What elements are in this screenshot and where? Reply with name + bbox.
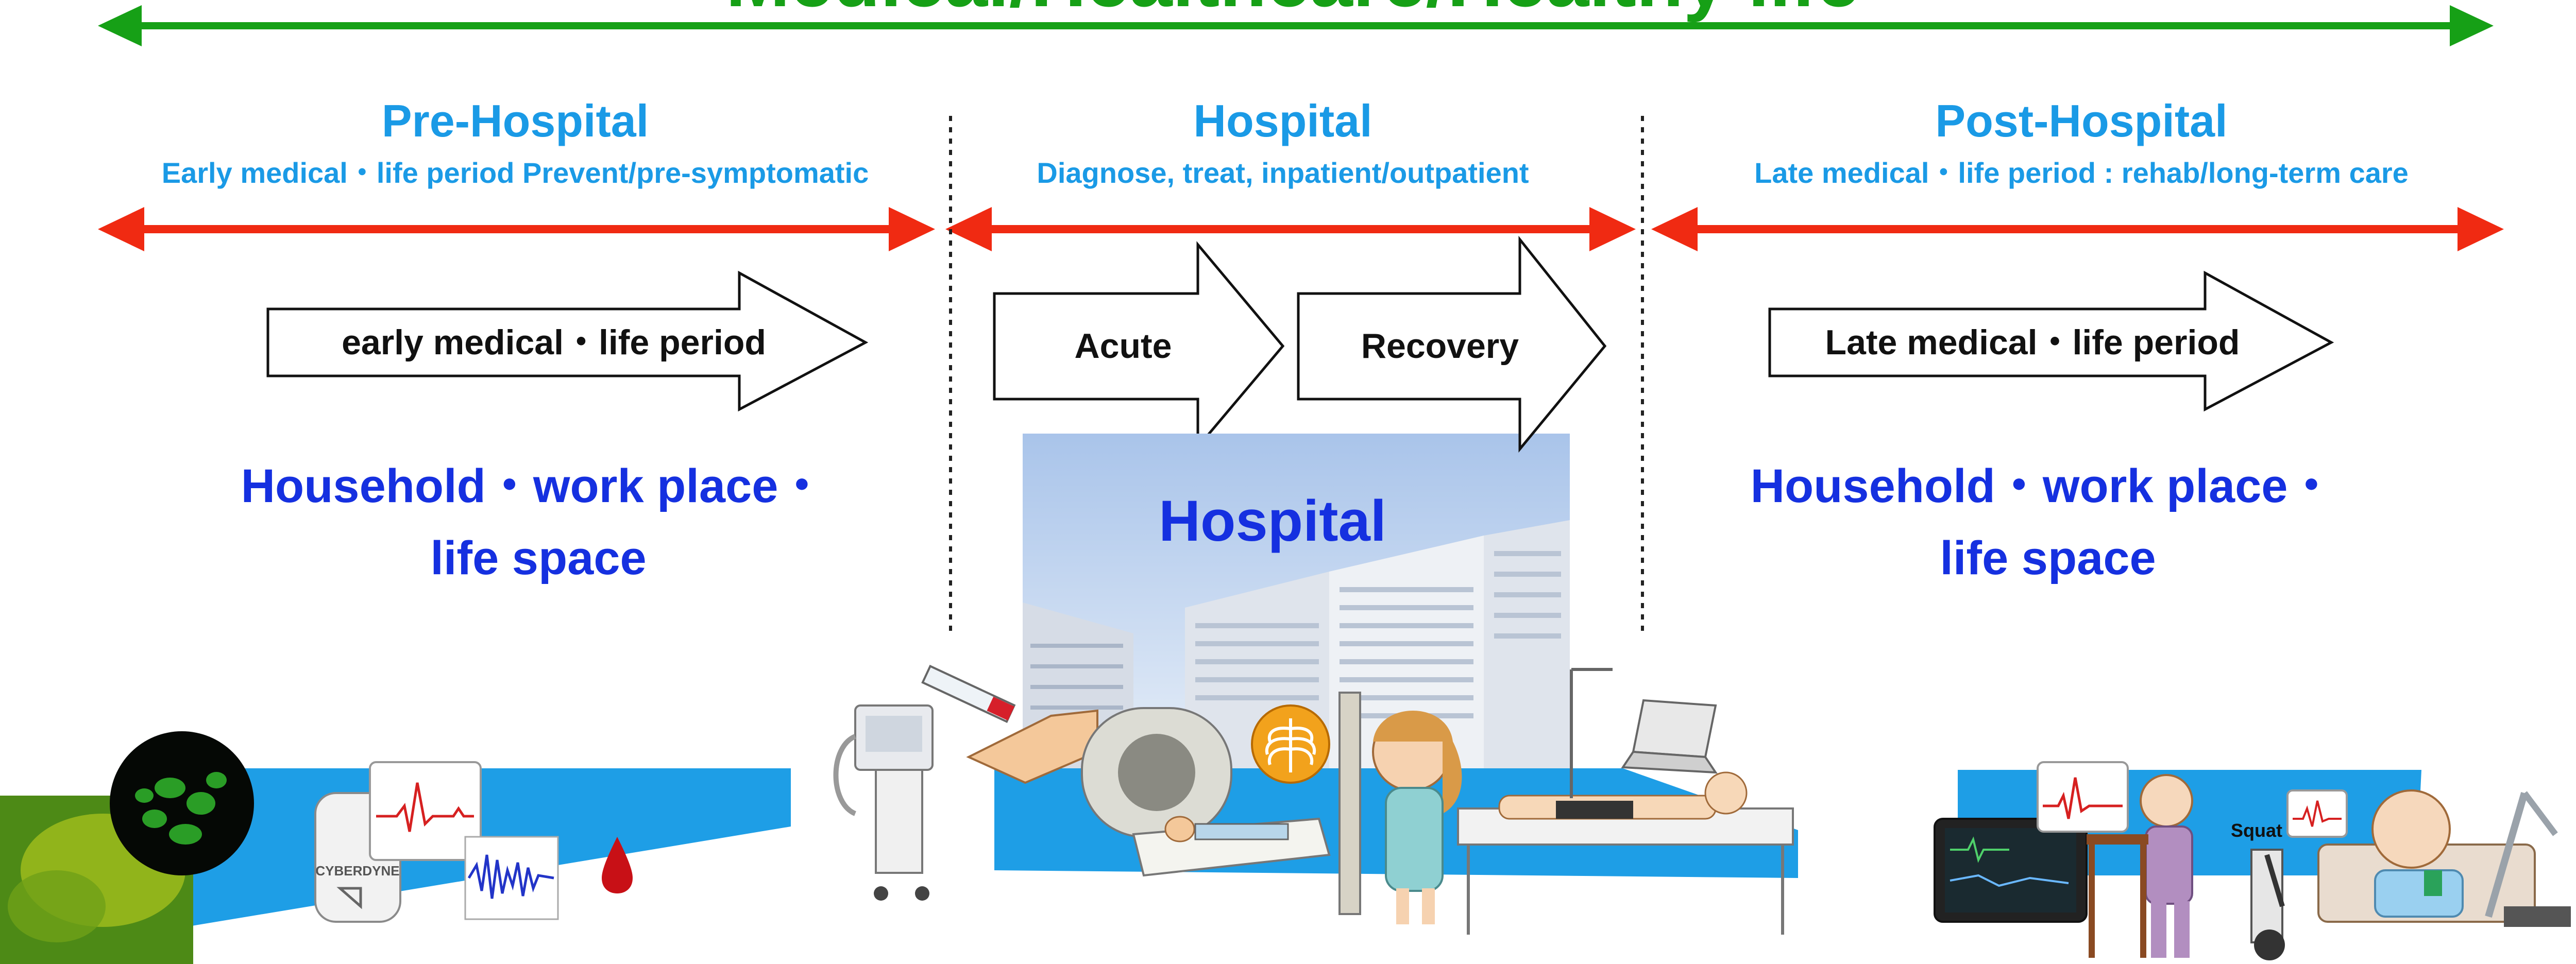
- late-period-label: Late medical・life period: [1825, 323, 2240, 362]
- tablet-monitor-icon: [1934, 818, 2088, 923]
- pre-setting-line2: life space: [430, 532, 646, 584]
- ecg-monitor-icon: [2286, 789, 2348, 838]
- overall-span-arrow: [98, 5, 2494, 46]
- acute-arrow: Acute: [993, 241, 1285, 451]
- pre-hospital-span-arrow: [98, 207, 935, 251]
- emg-waveform-icon: [464, 836, 559, 920]
- phase-title-post-hospital: Post-Hospital: [1935, 95, 2227, 146]
- early-period-arrow: early medical・life period: [266, 270, 869, 412]
- pre-setting-line1: Household・work place・: [241, 460, 826, 512]
- blood-drop-icon: [602, 837, 633, 893]
- acute-label: Acute: [1075, 326, 1172, 366]
- mri-scanner-icon: [1081, 707, 1331, 877]
- device-brand-label: CYBERDYNE: [315, 863, 399, 879]
- phase-title-hospital: Hospital: [1193, 95, 1372, 146]
- phase-desc-post-hospital: Late medical・life period : rehab/long-te…: [1754, 157, 2409, 189]
- robot-arm-icon: [2250, 849, 2285, 960]
- patient-and-nurse-icon: [1338, 692, 1462, 924]
- phase-desc-hospital: Diagnose, treat, inpatient/outpatient: [1037, 157, 1529, 189]
- ecg-monitor-icon: [2037, 761, 2129, 833]
- phase-desc-pre-hospital: Early medical・life period Prevent/pre-sy…: [162, 157, 869, 189]
- hospital-setting-label: Hospital: [1159, 489, 1386, 553]
- ecg-monitor-icon: [369, 761, 482, 861]
- diagram-title: Medical/Healthcare/Healthy life: [726, 0, 1860, 23]
- post-hospital-span-arrow: [1651, 207, 2504, 251]
- syringe-injection-icon: [921, 664, 1098, 784]
- elderly-chair-exercise-icon: [2087, 774, 2193, 958]
- hospital-span-arrow: [945, 207, 1636, 251]
- phase-title-pre-hospital: Pre-Hospital: [382, 95, 649, 146]
- recovery-label: Recovery: [1361, 326, 1519, 366]
- post-setting-line1: Household・work place・: [1751, 460, 2335, 512]
- elderly-bed-patient-icon: [2317, 789, 2571, 927]
- chest-xray-icon: [1251, 704, 1330, 784]
- late-period-arrow: Late medical・life period: [1768, 270, 2334, 412]
- ventilator-icon: [833, 704, 934, 901]
- bed-patient-with-sensors-icon: [1457, 668, 1794, 935]
- early-period-label: early medical・life period: [342, 323, 766, 362]
- post-setting-line2: life space: [1940, 532, 2156, 584]
- cell-micrograph-icon: [110, 731, 254, 875]
- recovery-arrow: Recovery: [1297, 235, 1607, 453]
- squat-label: Squat: [2231, 820, 2282, 841]
